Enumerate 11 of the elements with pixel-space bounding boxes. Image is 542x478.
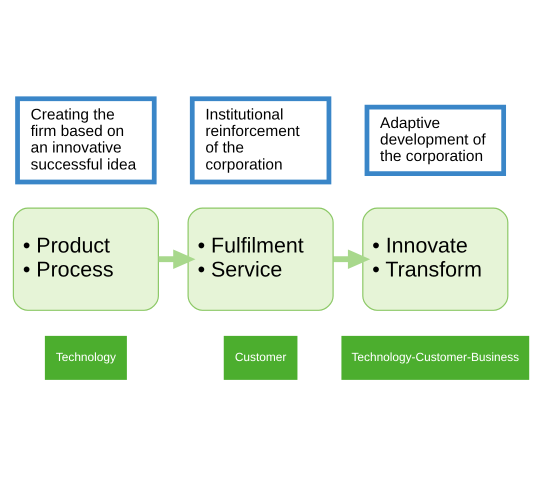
arrow <box>158 249 196 269</box>
node-box: • Product • Process <box>12 208 159 311</box>
node-box: Technology-Customer-Business <box>341 336 530 380</box>
node-box: Technology <box>44 336 127 380</box>
node-box: Customer <box>224 336 298 380</box>
node-box: Institutional reinforcement of the corporation <box>190 96 332 184</box>
node-box: • Innovate • Transform <box>362 208 508 311</box>
node-box: • Fulfilment • Service <box>188 208 334 311</box>
node-box: Adaptive development of the corporation <box>364 104 506 176</box>
node-box: Creating the firm based on an innovative successful idea <box>15 96 157 184</box>
arrow <box>333 249 370 269</box>
